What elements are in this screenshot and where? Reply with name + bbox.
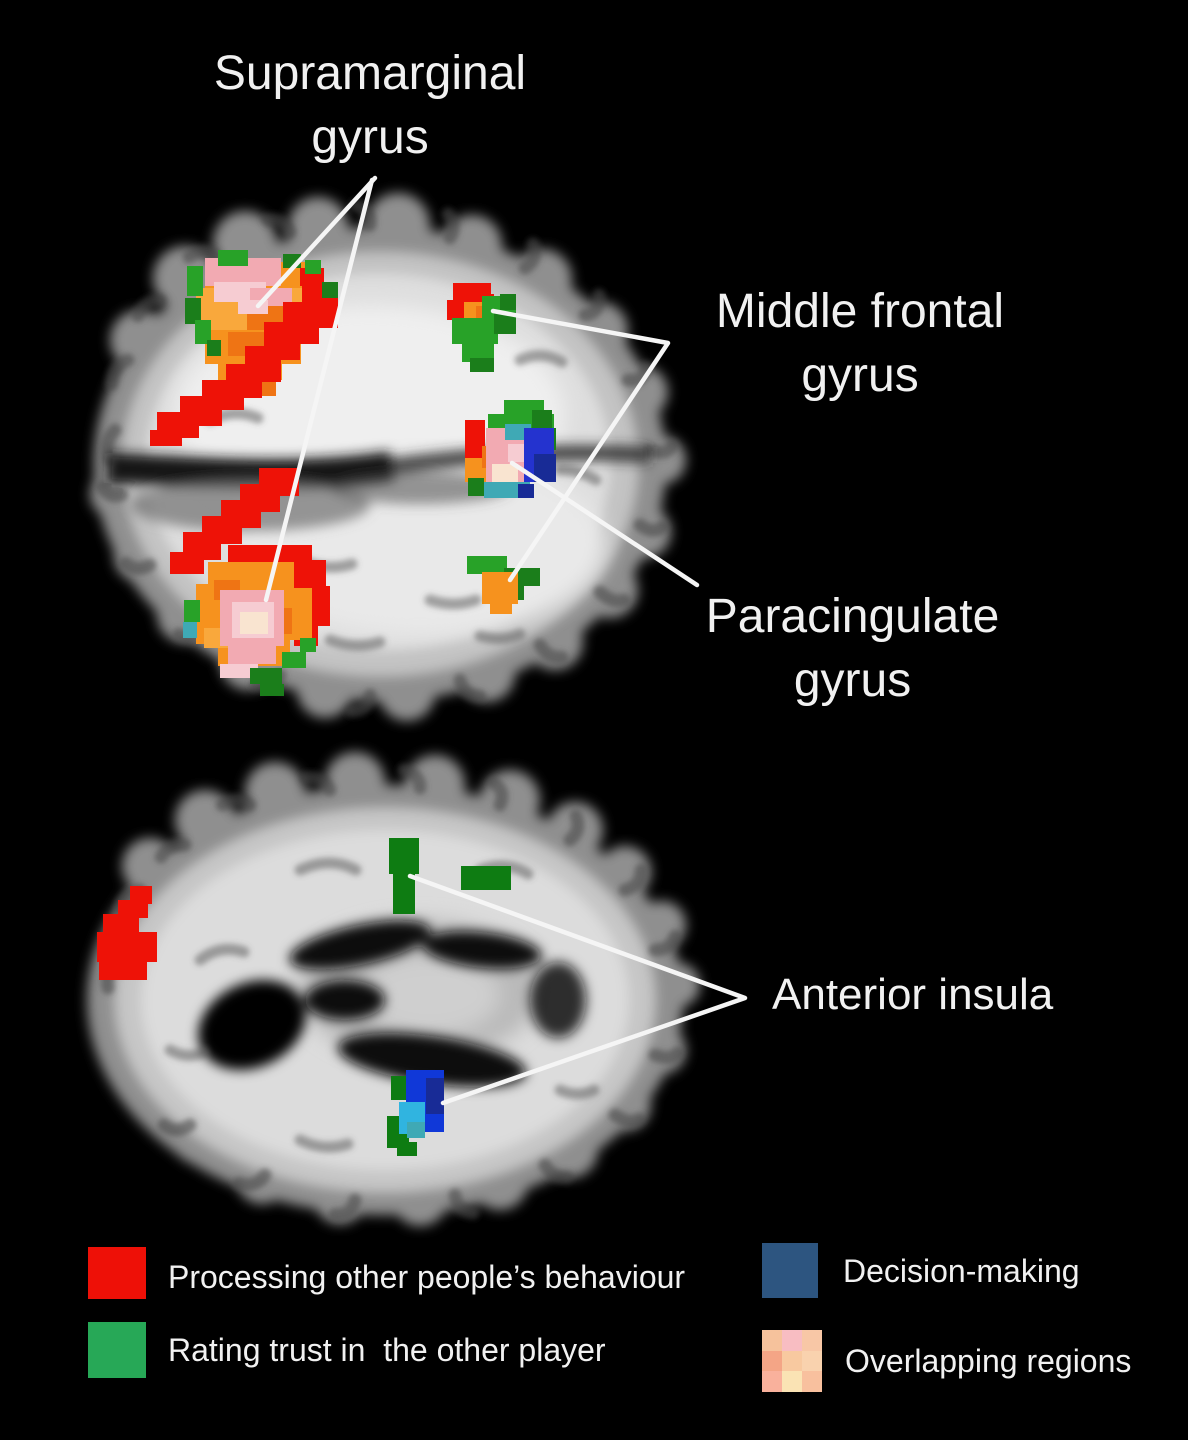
legend-swatch-processing-behaviour <box>88 1247 146 1299</box>
legend-swatch-decision-making <box>762 1243 818 1298</box>
brain-slice-superior <box>90 193 686 721</box>
label-anterior-insula: Anterior insula <box>772 970 1152 1020</box>
activation-cluster-paracingulate <box>465 400 556 498</box>
activation-cluster-insula-blue <box>387 1070 444 1156</box>
legend-label-rating-trust: Rating trust in the other player <box>168 1332 606 1368</box>
leader-line-paracingulate <box>509 460 700 588</box>
activation-cluster-insula-green-lateral <box>461 866 511 890</box>
brain-slice-mid <box>87 752 700 1226</box>
legend-swatch-rating-trust <box>88 1322 146 1378</box>
activation-cluster-supramarginal-left <box>150 250 338 446</box>
overlap-swatch-cell <box>762 1371 782 1392</box>
leader-line-supramarginal-upper <box>255 175 378 309</box>
label-middle-frontal-line2: gyrus <box>801 349 919 402</box>
overlap-swatch-cell <box>762 1350 782 1372</box>
label-anterior-insula-line1: Anterior insula <box>772 970 1054 1019</box>
label-paracingulate-gyrus: Paracingulate gyrus <box>645 585 1060 713</box>
label-supramarginal-line1: Supramarginal <box>213 47 527 100</box>
label-middle-frontal-line1: Middle frontal <box>715 285 1005 338</box>
leader-line-middle-frontal <box>490 308 671 583</box>
overlap-swatch-cell <box>802 1371 822 1392</box>
label-supramarginal-gyrus: Supramarginal gyrus <box>120 42 620 170</box>
label-paracingulate-line2: gyrus <box>793 654 912 707</box>
leader-line-anterior-insula <box>407 873 748 1106</box>
label-paracingulate-line1: Paracingulate <box>705 590 1000 643</box>
overlap-swatch-cell <box>762 1330 782 1351</box>
overlap-swatch-cell <box>802 1330 822 1351</box>
overlap-swatch-cell <box>782 1371 802 1392</box>
activation-cluster-insula-green-medial <box>389 838 419 914</box>
label-supramarginal-line2: gyrus <box>311 111 429 164</box>
legend-swatch-overlapping-regions <box>762 1330 822 1392</box>
overlap-swatch-cell <box>802 1350 822 1372</box>
legend-label-processing-behaviour: Processing other people’s behaviour <box>168 1259 686 1295</box>
leader-line-supramarginal-lower <box>263 177 375 603</box>
label-middle-frontal-gyrus: Middle frontal gyrus <box>655 280 1065 408</box>
overlap-swatch-cell <box>782 1330 802 1351</box>
legend-label-overlapping-regions: Overlapping regions <box>845 1343 1132 1379</box>
activation-cluster-frontal-red <box>97 886 157 980</box>
activation-cluster-supramarginal-right <box>170 468 330 696</box>
overlap-swatch-cell <box>782 1350 802 1372</box>
legend-label-decision-making: Decision-making <box>843 1253 1080 1289</box>
activation-cluster-middle-frontal-upper <box>447 283 516 372</box>
